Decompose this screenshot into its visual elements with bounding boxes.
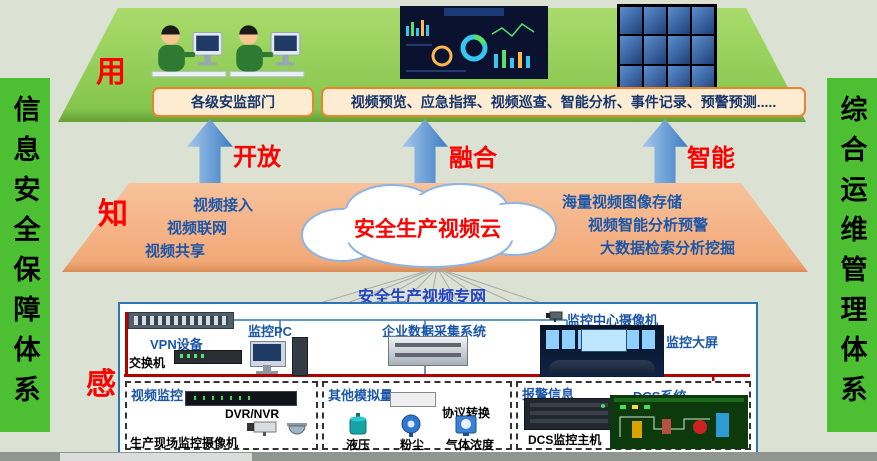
sense-box: VPN设备 交换机 监控PC 企业数据采集系统 监控中心摄像机 监控大屏 视频监… <box>118 302 758 457</box>
video-wall-icon <box>617 4 717 96</box>
dept-box: 各级安监部门 <box>152 87 314 117</box>
dome-camera-icon <box>287 423 307 435</box>
operator-icon <box>229 25 305 78</box>
cloud-left-item: 视频接入 <box>193 197 254 214</box>
control-room-image <box>540 325 664 377</box>
private-network-label: 安全生产视频专网 <box>358 289 487 306</box>
cloud-right-item: 海量视频图像存储 <box>562 194 683 211</box>
up-arrow-open <box>187 119 233 185</box>
left-banner-text: 信息安全保障体系 <box>9 95 40 415</box>
arrow-label-open: 开放 <box>233 144 281 171</box>
video-monitoring-group: 视频监控 DVR/NVR 生产现场监控摄像机 <box>125 381 318 450</box>
right-banner-text: 综合运维管理体系 <box>836 95 867 415</box>
up-arrow-intelligent <box>642 119 688 185</box>
sense-layer-label: 感 <box>86 368 116 401</box>
cloud-left-item: 视频联网 <box>167 220 228 237</box>
arrow-label-fusion: 融合 <box>449 145 497 172</box>
use-layer-label: 用 <box>96 56 126 89</box>
sensor-label: 气体浓度 <box>446 438 495 452</box>
cloud-right-item: 大数据检索分析挖掘 <box>600 240 736 257</box>
vpn-device-label: VPN设备 <box>150 337 203 352</box>
monitor-pc-label: 监控PC <box>248 324 293 339</box>
cloud-title: 安全生产视频云 <box>354 218 501 241</box>
dvr-icon <box>185 391 297 406</box>
data-collector-label: 企业数据采集系统 <box>382 324 487 339</box>
know-layer-label: 知 <box>98 198 128 231</box>
protocol-converter-icon <box>390 392 436 407</box>
data-collector-icon <box>388 336 468 366</box>
fan-lines <box>309 267 551 307</box>
sensor-label: 粉尘 <box>400 438 425 452</box>
big-screen-label: 监控大屏 <box>666 335 719 350</box>
up-arrow-fusion <box>402 119 448 185</box>
operator-icon <box>151 25 227 78</box>
bottom-window-edge-light <box>60 453 252 461</box>
bottom-window-edge <box>0 452 877 461</box>
operators-illustration <box>150 18 310 88</box>
monitor-pc-icon <box>250 337 308 377</box>
center-camera-icon <box>546 311 563 322</box>
analog-group-title: 其他模拟量 <box>328 388 394 403</box>
video-group-title: 视频监控 <box>131 388 184 403</box>
center-camera-label: 监控中心摄像机 <box>567 313 659 328</box>
gas-sensor-icon <box>455 415 477 436</box>
dashboard-chart-icon <box>400 6 548 79</box>
box-camera-icon <box>247 421 277 436</box>
cloud-left-item: 视频共享 <box>145 243 206 260</box>
left-banner: 信息安全保障体系 <box>0 78 50 432</box>
dust-sensor-icon <box>401 414 421 437</box>
right-banner: 综合运维管理体系 <box>827 78 877 432</box>
functions-box: 视频预览、应急指挥、视频巡查、智能分析、事件记录、预警预测..... <box>321 87 806 117</box>
dashboard-screenshot <box>400 6 548 79</box>
cloud-icon <box>301 183 557 268</box>
site-cameras-label: 生产现场监控摄像机 <box>130 436 239 450</box>
dcs-screenshot-icon <box>610 395 748 449</box>
dcs-host-label: DCS监控主机 <box>528 433 602 447</box>
alarm-group: 报警信息 DCS系统 DCS监控主机 <box>516 381 751 450</box>
analog-group: 其他模拟量 协议转换 液压 粉尘 气体浓度 <box>322 381 512 452</box>
switch-icon <box>128 312 234 329</box>
sensor-label: 液压 <box>346 438 371 452</box>
cloud-right-item: 视频智能分析预警 <box>588 217 709 234</box>
switch-label: 交换机 <box>129 356 166 370</box>
cloud: 安全生产视频云 <box>280 177 575 273</box>
hydraulic-sensor-icon <box>349 413 367 435</box>
protocol-converter-label: 协议转换 <box>442 406 491 420</box>
dcs-host-icon <box>524 398 614 430</box>
arrow-label-intelligent: 智能 <box>687 145 735 172</box>
vpn-device-icon <box>174 350 242 364</box>
dvr-label: DVR/NVR <box>225 407 280 421</box>
